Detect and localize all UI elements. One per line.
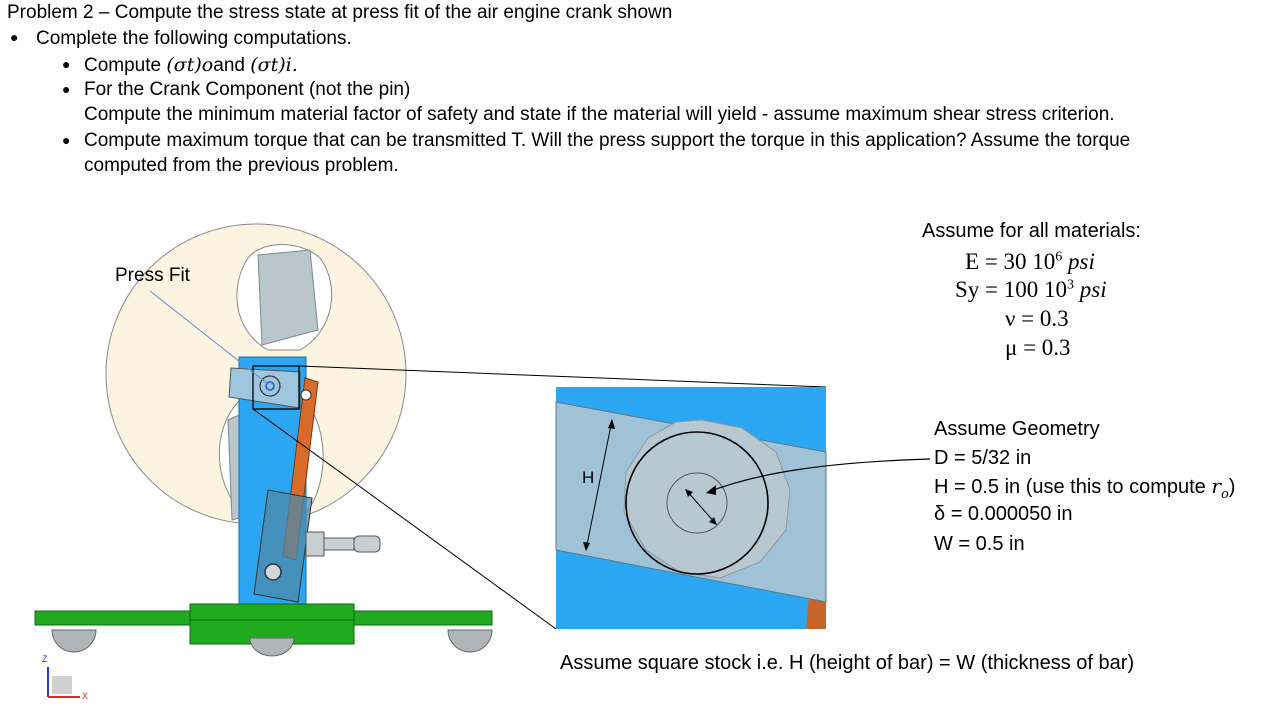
h-dimension-label: H bbox=[582, 468, 595, 487]
fitting-body bbox=[323, 537, 355, 551]
geometry-H-text: H = 0.5 in (use this to compute bbox=[934, 476, 1212, 498]
detail-bore-outer bbox=[625, 431, 769, 575]
axis-plane bbox=[52, 676, 72, 694]
piston-top bbox=[257, 249, 319, 346]
press-fit-pin bbox=[265, 381, 275, 391]
foot-left bbox=[51, 629, 97, 653]
ro-subscript: o bbox=[1220, 487, 1229, 502]
bullet-dot: ● bbox=[10, 29, 19, 45]
E-unit: psi bbox=[1068, 249, 1095, 274]
square-stock-note: Assume square stock i.e. H (height of ba… bbox=[560, 652, 1135, 674]
stress-inner-symbol: (σt)i. bbox=[250, 54, 298, 76]
sub-bullet-crank: For the Crank Component (not the pin) bbox=[84, 79, 411, 100]
sub-bullet-dot: ● bbox=[62, 81, 71, 97]
stress-and: and bbox=[213, 55, 245, 76]
geometry-H: H = 0.5 in (use this to compute ro) bbox=[934, 475, 1235, 506]
h-arrow-top bbox=[608, 419, 615, 429]
fitting-barb bbox=[353, 535, 381, 553]
axis-z-label: Z bbox=[42, 654, 48, 664]
d-arrow-top bbox=[685, 489, 693, 497]
press-fit-leader bbox=[149, 290, 269, 385]
cylinder-port bbox=[264, 563, 282, 581]
stress-outer-symbol: (σt)o bbox=[166, 54, 214, 76]
E-exponent: 6 bbox=[1055, 249, 1063, 265]
geometry-leader bbox=[707, 458, 931, 493]
crank-bar bbox=[228, 367, 301, 409]
detail-view bbox=[555, 387, 931, 629]
zoom-box bbox=[252, 365, 300, 410]
zoom-line-bottom bbox=[252, 408, 557, 630]
detail-h-dimension bbox=[585, 419, 613, 551]
detail-bore-inner bbox=[666, 472, 728, 534]
material-E: E = 30 106 psi bbox=[965, 249, 1095, 275]
sub-bullet-dot: ● bbox=[62, 56, 71, 72]
sub-bullet-torque-cont: computed from the previous problem. bbox=[84, 155, 399, 176]
E-lhs: E = 30 10 bbox=[965, 249, 1056, 274]
press-fit-label: Press Fit bbox=[115, 265, 190, 286]
geometry-heading: Assume Geometry bbox=[934, 418, 1100, 440]
materials-heading: Assume for all materials: bbox=[922, 220, 1141, 242]
press-fit-circle bbox=[259, 375, 281, 397]
material-Sy: Sy = 100 103 psi bbox=[955, 277, 1107, 303]
geometry-delta: δ = 0.000050 in bbox=[934, 503, 1073, 525]
geometry-H-close: ) bbox=[1228, 476, 1236, 498]
axis-x-label: X bbox=[82, 691, 89, 701]
zoom-line-top bbox=[298, 365, 827, 388]
Sy-unit: psi bbox=[1079, 277, 1107, 302]
sub-bullet-crank-detail: Compute the minimum material factor of s… bbox=[84, 104, 1115, 125]
detail-boss bbox=[623, 419, 791, 579]
Sy-exponent: 3 bbox=[1067, 277, 1075, 293]
Sy-lhs: Sy = 100 10 bbox=[955, 277, 1068, 302]
d-arrow-bottom bbox=[709, 517, 717, 525]
bullet-computations: Complete the following computations. bbox=[36, 28, 352, 49]
foot-center bbox=[249, 637, 295, 657]
material-nu: ν = 0.3 bbox=[1005, 306, 1069, 331]
fitting-nut bbox=[305, 531, 325, 557]
geometry-W: W = 0.5 in bbox=[934, 533, 1025, 555]
base-center-plate bbox=[189, 603, 355, 645]
problem-title: Problem 2 – Compute the stress state at … bbox=[7, 2, 673, 23]
small-pin bbox=[300, 389, 312, 401]
geometry-leader-arrow bbox=[706, 485, 716, 495]
detail-d-dimension bbox=[685, 489, 717, 525]
h-arrow-bottom bbox=[583, 542, 590, 551]
foot-right bbox=[447, 629, 493, 653]
stress-prefix: Compute bbox=[84, 55, 167, 76]
ro-symbol: r bbox=[1211, 474, 1221, 498]
sub-bullet-torque: Compute maximum torque that can be trans… bbox=[84, 130, 1131, 151]
sub-bullet-dot: ● bbox=[62, 132, 71, 148]
material-mu: μ = 0.3 bbox=[1005, 335, 1071, 360]
geometry-D: D = 5/32 in bbox=[934, 447, 1032, 469]
sub-bullet-stress: Compute (σt)oand (σt)i. bbox=[84, 54, 298, 77]
